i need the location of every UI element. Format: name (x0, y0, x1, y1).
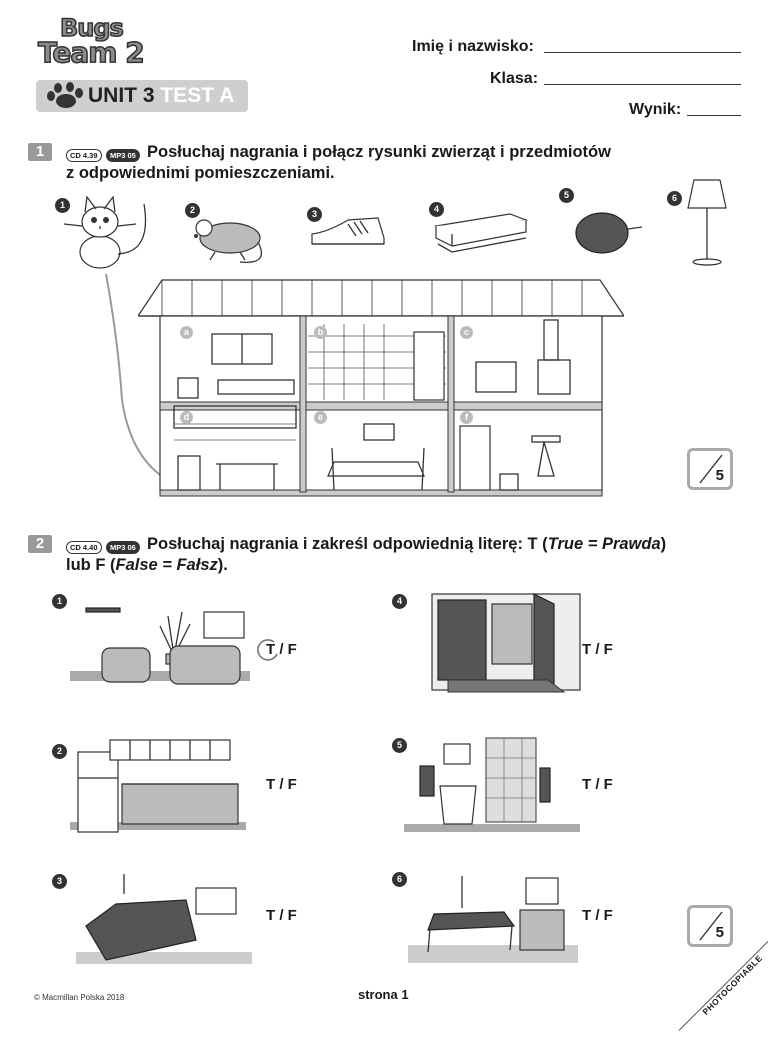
kitchen-picture (70, 739, 246, 833)
cd-badge: CD 4.39 (66, 149, 102, 162)
bathroom-picture (404, 737, 580, 832)
logo-line2: Team 2 (37, 35, 145, 70)
true-false-choice[interactable]: T / F (266, 907, 297, 924)
exercise2-instruction-line1: Posłuchaj nagrania i zakreśl odpowiednią… (147, 534, 666, 554)
room-label: c (460, 326, 473, 339)
answer-circle-mark (256, 638, 280, 662)
exercise2-max-score: 5 (715, 924, 724, 941)
bugs-team-logo: Bugs Team 2 (37, 13, 158, 70)
room-label: a (180, 326, 193, 339)
room-label: b (314, 326, 327, 339)
paw-print-icon (47, 82, 83, 108)
exercise1-instruction-line2: z odpowiednimi pomieszczeniami. (66, 164, 335, 182)
test-label: TEST A (160, 84, 235, 107)
exercise1-audio-badges: CD 4.39 MP3 05 (66, 145, 140, 163)
exercise1-number: 1 (28, 143, 52, 161)
shoe-picture[interactable] (308, 212, 390, 252)
instr-italic: True = Prawda (547, 535, 661, 553)
item-number: 2 (52, 744, 67, 759)
instr-text: ). (217, 556, 228, 574)
item-number: 4 (392, 594, 407, 609)
exercise2-score-box[interactable]: 5 (687, 905, 733, 947)
page-number: strona 1 (358, 987, 409, 1002)
exercise2-audio-badges: CD 4.40 MP3 06 (66, 537, 140, 555)
room-label: f (460, 411, 473, 424)
name-field[interactable] (544, 52, 741, 53)
exercise1-instruction-line1: Posłuchaj nagrania i połącz rysunki zwie… (147, 143, 611, 161)
exercise2-number: 2 (28, 535, 52, 553)
item-number: 1 (52, 594, 67, 609)
true-false-choice[interactable]: T / F (266, 641, 297, 658)
item-number: 6 (667, 191, 682, 206)
unit-number: UNIT 3 (88, 84, 155, 107)
score-label: Wynik: (629, 101, 682, 118)
item-number: 4 (429, 202, 444, 217)
lamp-picture[interactable] (684, 176, 730, 268)
item-number: 2 (185, 203, 200, 218)
item-number: 3 (52, 874, 67, 889)
instr-text: Posłuchaj nagrania i zakreśl odpowiednią… (147, 535, 548, 553)
unit-header-bar: UNIT 3 TEST A (36, 80, 248, 112)
copyright: © Macmillan Polska 2018 (34, 993, 125, 1002)
mp3-badge: MP3 05 (105, 149, 140, 162)
item-number: 5 (392, 738, 407, 753)
true-false-choice[interactable]: T / F (582, 776, 613, 793)
class-field[interactable] (544, 84, 741, 85)
room-label: d (180, 411, 193, 424)
house-cross-section (138, 279, 624, 497)
cat-picture[interactable] (60, 192, 160, 274)
score-slash (699, 454, 723, 484)
hall-picture (431, 593, 581, 693)
score-slash (699, 911, 723, 941)
item-number: 5 (559, 188, 574, 203)
true-false-choice[interactable]: T / F (266, 776, 297, 793)
true-false-choice[interactable]: T / F (582, 641, 613, 658)
bedroom-picture (76, 874, 252, 964)
instr-text: ) (660, 535, 667, 553)
item-number: 1 (55, 198, 70, 213)
unit-title: UNIT 3 TEST A (88, 84, 234, 108)
name-label: Imię i nazwisko: (412, 38, 534, 55)
shelf-picture[interactable] (430, 208, 530, 258)
exercise1-score-box[interactable]: 5 (687, 448, 733, 490)
mp3-badge: MP3 06 (105, 541, 140, 554)
true-false-choice[interactable]: T / F (582, 907, 613, 924)
photocopiable-ribbon: PHOTOCOPIABLE (678, 931, 768, 1038)
score-field[interactable] (687, 115, 741, 116)
cd-badge: CD 4.40 (66, 541, 102, 554)
instr-italic: False = Fałsz (115, 556, 218, 574)
room-label: e (314, 411, 327, 424)
exercise1-max-score: 5 (715, 467, 724, 484)
acorn-picture[interactable] (570, 205, 646, 257)
instr-text: lub F ( (66, 556, 116, 574)
dining-room-picture (408, 876, 578, 963)
living-room-picture (70, 607, 250, 685)
item-number: 3 (307, 207, 322, 222)
item-number: 6 (392, 872, 407, 887)
logo-line1: Bugs (59, 13, 124, 43)
exercise2-instruction-line2: lub F (False = Fałsz). (66, 555, 228, 575)
mouse-picture[interactable] (190, 210, 270, 270)
class-label: Klasa: (490, 70, 539, 87)
